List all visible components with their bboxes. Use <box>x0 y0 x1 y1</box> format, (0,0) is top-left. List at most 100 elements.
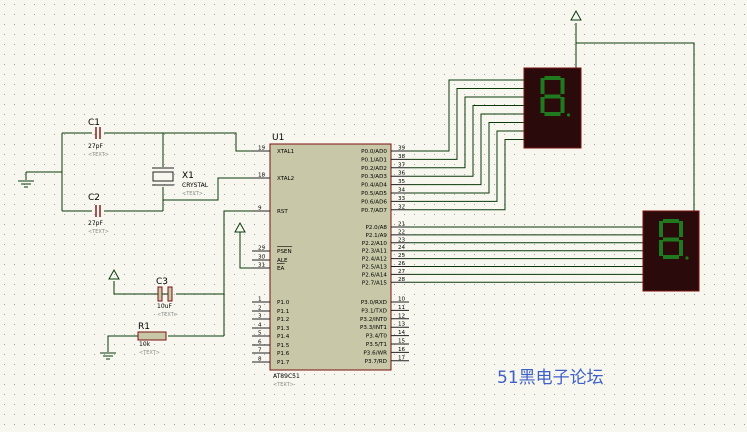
u1-pin-p1-0[interactable]: 1P1.0 <box>252 297 290 307</box>
pin-name: P2.4/A12 <box>362 257 387 263</box>
segment <box>679 240 683 256</box>
pin-number: 9 <box>258 206 262 212</box>
pin-number: 18 <box>258 173 266 179</box>
u1-ref: U1 <box>272 133 284 143</box>
u1-pin-p1-3[interactable]: 4P1.3 <box>252 323 290 333</box>
capacitor-c1[interactable]: C1 27pF <TEXT> <box>88 118 109 158</box>
pin-number: 34 <box>398 188 406 194</box>
pin-name: XTAL2 <box>277 176 294 182</box>
crystal-x1[interactable]: X1 CRYSTAL <TEXT> <box>152 167 209 197</box>
pin-number: 22 <box>398 229 405 235</box>
wire-ea-vcc <box>239 232 254 269</box>
c2-placeholder: <TEXT> <box>88 229 109 235</box>
pin-number: 19 <box>258 146 266 152</box>
pin-name: P0.5/AD5 <box>361 191 387 197</box>
microcontroller-u1[interactable]: U1 AT89C51 <TEXT> 19XTAL118XTAL29RST29PS… <box>252 133 409 388</box>
decimal-point <box>685 256 689 260</box>
segment <box>540 78 545 94</box>
capacitor-icon <box>95 205 101 217</box>
pin-name: P3.3/INT1 <box>360 325 387 331</box>
u1-pin-p1-5[interactable]: 6P1.5 <box>252 340 290 350</box>
pin-name: P1.7 <box>277 360 290 366</box>
pin-name: P0.2/AD2 <box>361 166 387 172</box>
pin-name: P3.4/T0 <box>366 334 388 340</box>
capacitor-icon <box>95 127 101 139</box>
display-body <box>642 210 700 292</box>
r1-ref: R1 <box>138 322 150 332</box>
pin-name: P1.1 <box>277 309 290 315</box>
pin-number: 21 <box>398 222 406 228</box>
r1-placeholder: <TEXT> <box>139 350 160 356</box>
pin-name: P3.0/RXD <box>361 300 387 306</box>
segment <box>659 221 663 237</box>
pin-number: 39 <box>398 146 406 152</box>
pin-name: P2.7/A15 <box>362 280 388 286</box>
ground-icon <box>100 352 116 360</box>
pin-number: 25 <box>398 253 406 259</box>
pin-name: P2.6/A14 <box>362 272 388 278</box>
u1-pin-p1-6[interactable]: 7P1.6 <box>252 348 290 358</box>
capacitor-c2[interactable]: C2 27pF <TEXT> <box>88 193 109 235</box>
seven-segment-display-2[interactable]: 8 <box>642 210 700 292</box>
seven-segment-display-1[interactable]: 8 <box>523 67 582 149</box>
u1-pin-p1-4[interactable]: 5P1.4 <box>252 331 290 341</box>
pin-number: 27 <box>398 269 406 275</box>
pin-number: 33 <box>398 196 406 202</box>
pin-name: P3.1/TXD <box>361 308 387 314</box>
pin-name: P0.3/AD3 <box>361 174 387 180</box>
segment <box>659 240 663 256</box>
u1-pin-p1-2[interactable]: 3P1.2 <box>252 314 289 324</box>
pin-name: P3.7/RD <box>365 359 387 365</box>
pin-name: P1.3 <box>277 326 290 332</box>
ground-icon <box>18 180 34 188</box>
segment <box>679 221 683 237</box>
pin-name: P0.4/AD4 <box>361 183 387 189</box>
resistor-r1[interactable]: R1 10k <TEXT> <box>137 322 167 356</box>
c3-placeholder: <TEXT> <box>157 312 178 318</box>
pin-name: ALE <box>277 258 288 264</box>
pin-number: 11 <box>398 305 406 311</box>
pin-name: P2.0/A8 <box>365 225 387 231</box>
pin-number: 14 <box>398 330 406 336</box>
pin-name: P0.6/AD6 <box>361 199 387 205</box>
u1-pin-p1-7[interactable]: 8P1.7 <box>252 357 290 367</box>
pin-name: PSEN <box>277 249 292 255</box>
wire-c3-left <box>113 281 158 295</box>
wires <box>25 23 695 352</box>
pin-number: 38 <box>398 154 406 160</box>
pin-name: P2.3/A11 <box>362 249 388 255</box>
capacitor-c3[interactable]: C3 10uF <TEXT> <box>156 277 178 318</box>
u1-pin-p1-1[interactable]: 2P1.1 <box>252 306 290 316</box>
